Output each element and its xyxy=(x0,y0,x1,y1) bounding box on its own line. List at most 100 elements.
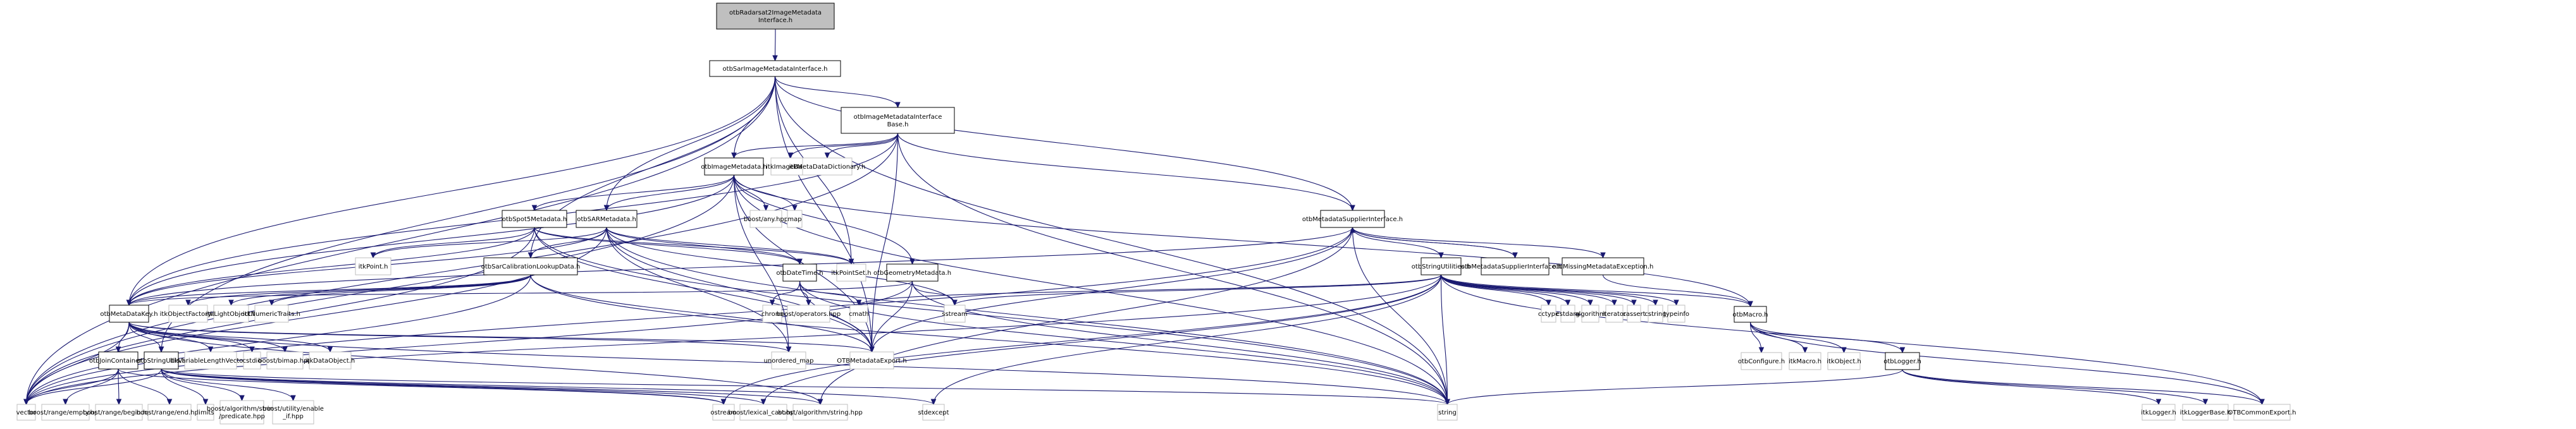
edge-macro-to-logger xyxy=(1749,322,1903,353)
edge-strutilities-to-vector xyxy=(25,274,1442,405)
node-joincont[interactable]: otbJoinContainer.h xyxy=(89,351,147,370)
node-box xyxy=(197,404,214,421)
node-macro[interactable]: otbMacro.h xyxy=(1733,306,1768,323)
node-box xyxy=(1827,352,1861,370)
node-box xyxy=(95,404,143,421)
edge-spot5-to-datetime xyxy=(534,227,801,265)
node-algorithm: algorithm xyxy=(1575,305,1606,323)
node-sstream: sstream xyxy=(942,305,968,323)
node-imgmd[interactable]: otbImageMetadata.h xyxy=(701,157,767,176)
node-itkobjfactory: itkObjectFactory.h xyxy=(160,305,216,323)
node-label: boost/any.hpp xyxy=(744,216,788,223)
node-itkmdd: itkMetaDataDictionary.h xyxy=(789,157,865,176)
arrowhead-icon xyxy=(797,258,803,265)
node-label: itkLightObject.h xyxy=(206,311,257,318)
node-spot5[interactable]: otbSpot5Metadata.h xyxy=(502,210,567,228)
edge-mdkey-to-mdexport xyxy=(128,322,873,353)
node-sarcal[interactable]: otbSarCalibrationLookupData.h xyxy=(481,257,581,275)
edge-geommd-to-mdexport xyxy=(871,281,913,353)
node-logger[interactable]: otbLogger.h xyxy=(1883,352,1921,370)
node-box xyxy=(109,305,149,323)
edge-mdkey-to-unorderedmap xyxy=(128,322,789,353)
node-label: otbConfigure.h xyxy=(1738,358,1785,365)
node-box xyxy=(2182,404,2229,421)
node-geommd[interactable]: otbGeometryMetadata.h xyxy=(873,263,951,282)
edge-imibase-to-mdsi xyxy=(897,133,1353,211)
node-box xyxy=(849,351,894,370)
node-string: string xyxy=(1437,404,1458,421)
node-cstdio: cstdio xyxy=(243,351,261,370)
node-chrono: chrono xyxy=(761,305,783,323)
node-box xyxy=(2142,404,2176,421)
arrowhead-icon xyxy=(207,346,214,353)
node-box xyxy=(266,351,304,370)
arrowhead-icon xyxy=(1747,301,1753,308)
arrowhead-icon xyxy=(115,346,121,353)
node-box xyxy=(147,404,192,421)
node-cstdarg: cstdarg xyxy=(1556,305,1580,323)
node-mdkey[interactable]: otbMetaDataKey.h xyxy=(100,305,158,323)
edge-sarimi-to-mdsi xyxy=(774,76,1353,211)
node-label: OTBMetadataExport.h xyxy=(837,358,906,365)
edge-strutilities-to-sstream xyxy=(954,274,1442,306)
node-box xyxy=(243,351,261,370)
node-mdsi[interactable]: otbMetadataSupplierInterface.h xyxy=(1302,210,1403,228)
node-label: otbImageMetadata.h xyxy=(701,164,767,171)
node-label: otbDateTime.h xyxy=(776,270,823,277)
edge-strutils-to-vector xyxy=(25,368,162,405)
node-label: stdexcept xyxy=(918,409,949,416)
node-box xyxy=(16,404,36,421)
node-box xyxy=(1541,305,1556,323)
node-missingmd[interactable]: otbMissingMetadataException.h xyxy=(1553,257,1654,275)
node-label: boost/range/begin.hpp xyxy=(83,409,155,416)
edge-strutils-to-lexicalcast xyxy=(161,368,764,405)
node-itkdataobj: itkDataObject.h xyxy=(305,351,355,370)
node-label: map xyxy=(787,216,801,223)
node-mdsihxx[interactable]: otbMetadataSupplierInterface.hxx xyxy=(1461,257,1569,275)
node-strutils[interactable]: otbStringUtils.h xyxy=(137,351,186,370)
edge-strutilities-to-cstdarg xyxy=(1440,274,1568,306)
edge-strutilities-to-stdexcept xyxy=(933,274,1442,405)
edge-sarcal-to-string xyxy=(530,274,1448,405)
arrowhead-icon xyxy=(792,205,798,212)
edge-imibase-to-string xyxy=(897,133,1448,405)
node-rangeempty: boost/range/empty.hpp xyxy=(28,404,102,421)
edge-imgmd-to-sarmd xyxy=(606,174,735,211)
node-label: otbLogger.h xyxy=(1883,358,1921,365)
node-box xyxy=(272,400,314,425)
edge-strutilities-to-cassert xyxy=(1440,274,1635,306)
edge-joincont-to-vector xyxy=(25,368,119,405)
edge-mdsi-to-strutilities xyxy=(1352,227,1442,258)
node-strutilities[interactable]: otbStringUtilities.h xyxy=(1412,257,1470,275)
node-label: cmath xyxy=(849,311,869,318)
node-itkpoint: itkPoint.h xyxy=(355,257,391,275)
arrowhead-icon xyxy=(1587,299,1593,306)
arrowhead-icon xyxy=(239,395,245,402)
edge-strutilities-to-cctype xyxy=(1440,274,1550,306)
node-label: otbImageMetadataInterface xyxy=(854,114,942,121)
node-box xyxy=(1734,306,1767,323)
node-cctype: cctype xyxy=(1538,305,1559,323)
node-label: boost/algorithm/string xyxy=(207,406,277,413)
node-mdexport: OTBMetadataExport.h xyxy=(837,351,907,370)
node-label: otbMetadataSupplierInterface.h xyxy=(1302,216,1403,223)
edge-spot5-to-mdexport xyxy=(534,227,873,353)
arrowhead-icon xyxy=(1653,299,1658,306)
node-label: otbSARMetadata.h xyxy=(577,216,636,223)
node-label: cstring xyxy=(1644,311,1666,318)
arrowhead-icon xyxy=(817,399,823,406)
edge-geommd-to-sstream xyxy=(911,281,956,306)
edge-sarmd-to-itkpointset xyxy=(606,227,852,265)
node-sarmd[interactable]: otbSARMetadata.h xyxy=(576,210,638,228)
node-box xyxy=(762,305,782,323)
node-label: ostream xyxy=(710,409,736,416)
node-sarimi[interactable]: otbSarImageMetadataInterface.h xyxy=(709,60,841,77)
node-box xyxy=(98,351,139,370)
edge-mdsi-to-vector xyxy=(25,227,1353,405)
edge-sarimi-to-mdkey xyxy=(128,76,776,306)
node-datetime[interactable]: otbDateTime.h xyxy=(776,263,823,282)
node-label: itkVariableLengthVector.h xyxy=(170,358,251,365)
